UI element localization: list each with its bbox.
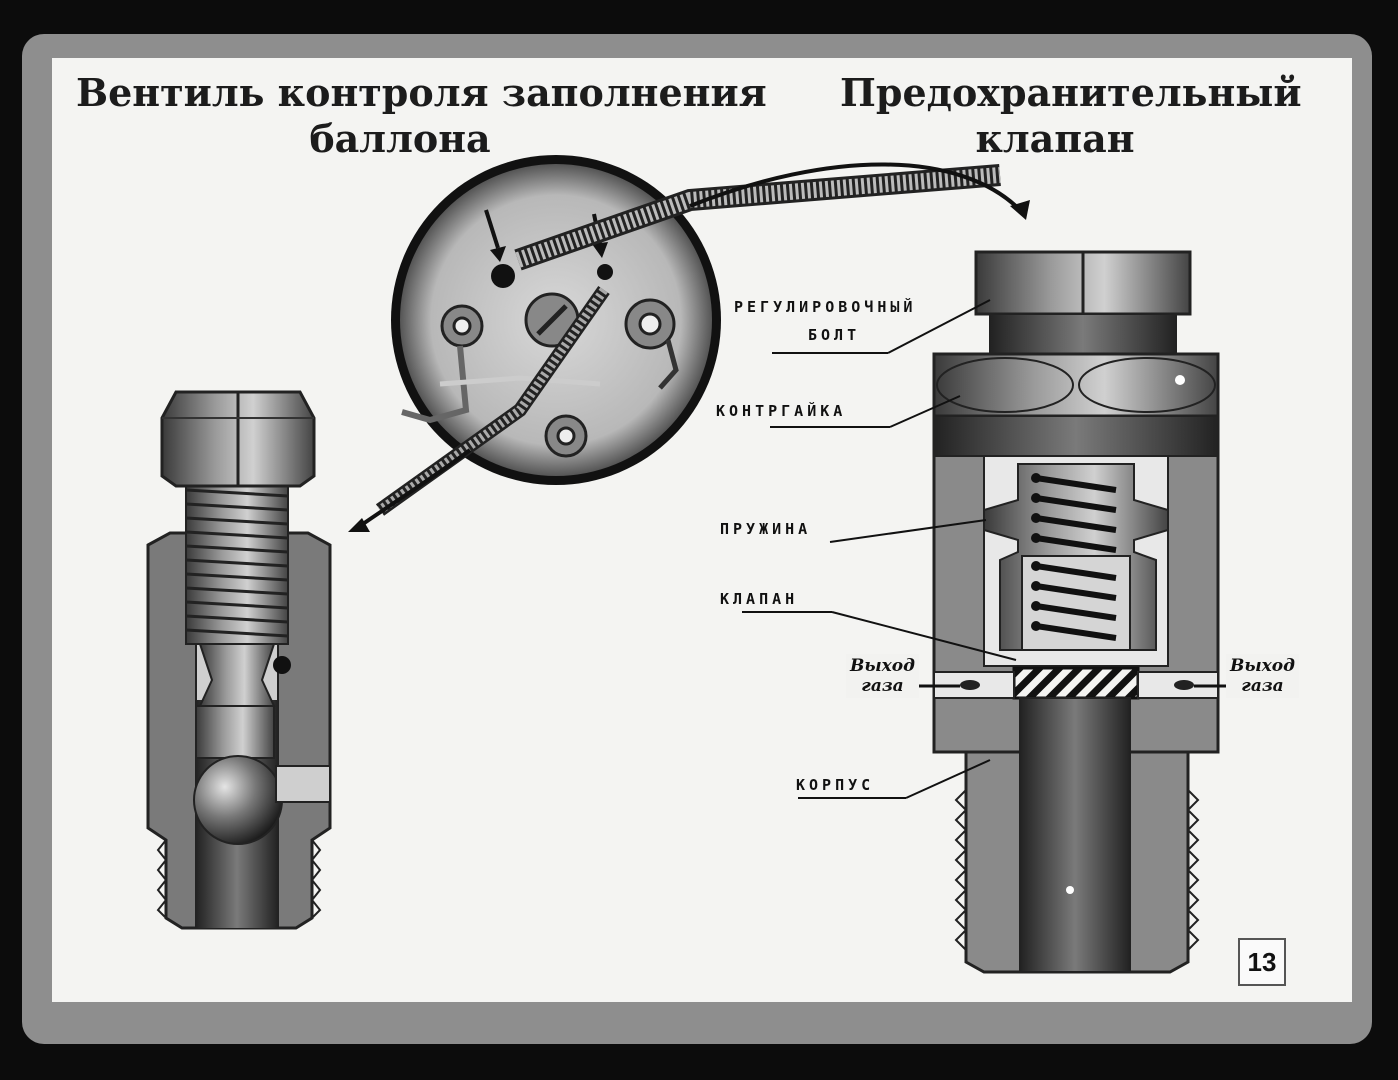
cylinder-top-view [375, 155, 1001, 516]
locknut [932, 352, 1220, 418]
label-adjusting-bolt: РЕГУЛИРОВОЧНЫЙ [734, 298, 917, 316]
label-spring: ПРУЖИНА [720, 520, 812, 538]
gas-outlet-right-line1: Выход [1230, 656, 1295, 676]
valve-disc [1012, 666, 1140, 700]
spring [1035, 475, 1117, 641]
page-number: 13 [1238, 938, 1286, 986]
gas-outlet-left-line1: Выход [850, 656, 915, 676]
valve-ball [193, 755, 283, 845]
title-fill-check-valve: Вентиль контроля заполнения [76, 70, 767, 116]
gas-outlet-right: Выход газа [1226, 654, 1299, 698]
gas-outlet-right-line2: газа [1241, 676, 1284, 696]
gas-outlet-left: Выход газа [846, 654, 919, 698]
gas-outlet-left-line2: газа [861, 676, 904, 696]
arrow-to-fill-valve [358, 448, 472, 528]
title-safety-valve-line2: клапан [970, 116, 1140, 162]
label-locknut: КОНТРГАЙКА [716, 402, 847, 420]
arrow-to-safety-valve [689, 162, 1022, 212]
label-valve: КЛАПАН [720, 590, 799, 608]
label-body: КОРПУС [796, 776, 875, 794]
label-adjusting-bolt-line2: БОЛТ [808, 326, 861, 344]
title-fill-check-valve-line2: баллона [300, 116, 500, 162]
fill-check-valve-drawing [146, 390, 332, 930]
safety-valve-drawing [900, 250, 1246, 974]
leader-lines [742, 299, 1017, 799]
title-safety-valve: Предохранительный [840, 70, 1302, 116]
